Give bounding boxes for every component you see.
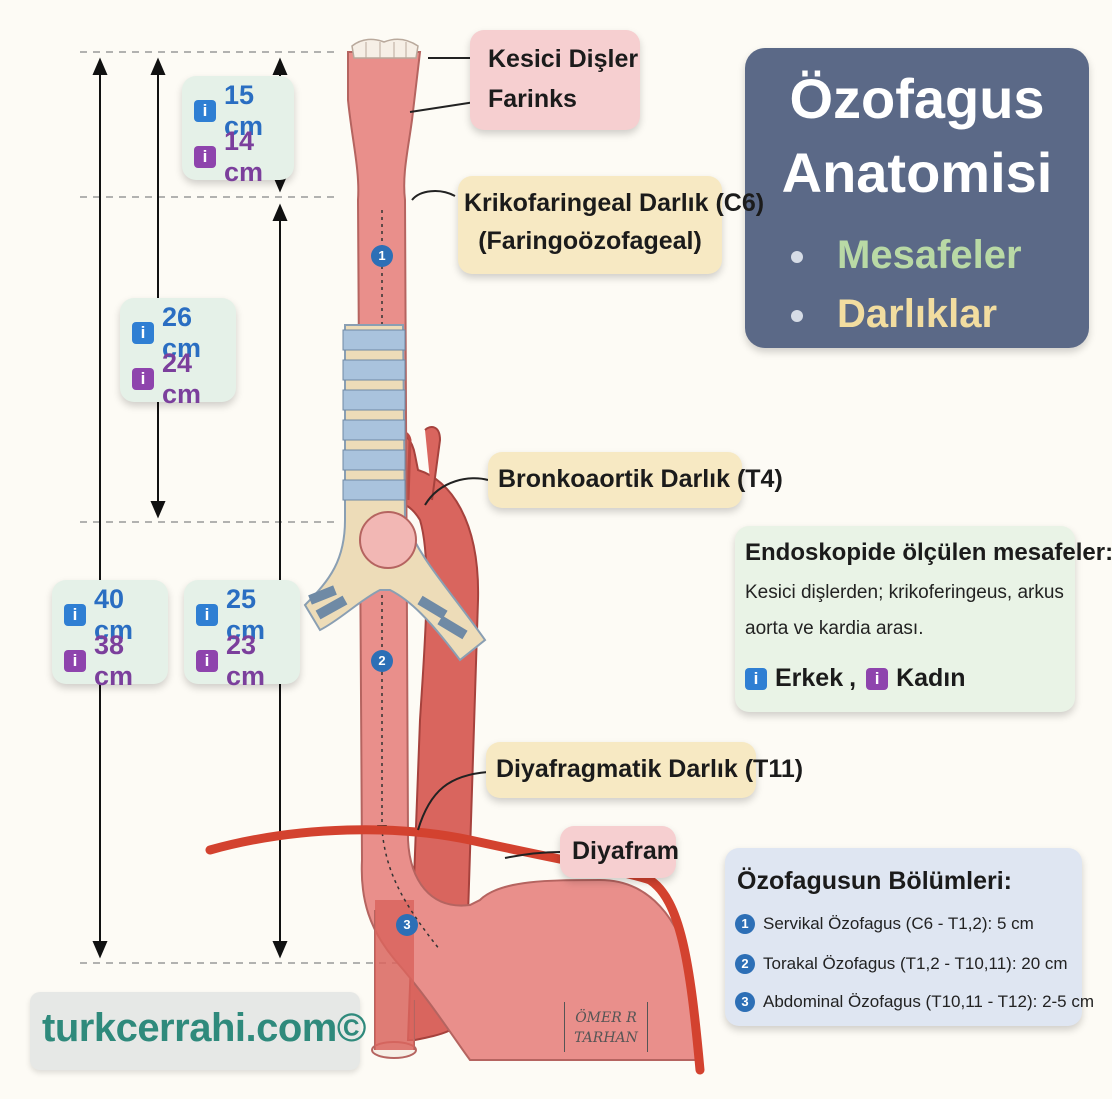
section-number-1: 1	[735, 914, 755, 934]
site-watermark: turkcerrahi.com©	[30, 992, 360, 1070]
label-box-diaphragm: Diyafram	[560, 826, 676, 878]
section-text-2: Torakal Özofagus (T1,2 - T10,11): 20 cm	[763, 954, 1068, 974]
bullet-dot-1	[791, 251, 803, 263]
label-diyafragmatik: Diyafragmatik Darlık (T11)	[496, 754, 803, 785]
label-krikofaringeal: Krikofaringeal Darlık (C6)	[464, 188, 716, 219]
title-line-2: Anatomisi	[745, 140, 1089, 205]
female-icon: i	[64, 650, 86, 672]
lower-female-value: 23 cm	[226, 630, 288, 692]
section-text-3: Abdominal Özofagus (T10,11 - T12): 2-5 c…	[763, 992, 1094, 1012]
male-icon: i	[196, 604, 218, 626]
label-box-teeth-pharynx: Kesici Dişler Farinks	[470, 30, 640, 130]
endoscopy-heading: Endoskopide ölçülen mesafeler:	[745, 538, 1112, 568]
label-box-cricopharyngeal: Krikofaringeal Darlık (C6) (Faringoözofa…	[458, 176, 722, 274]
measurement-arrows	[94, 60, 286, 956]
legend-separator: ,	[849, 664, 856, 693]
section-number-2: 2	[735, 954, 755, 974]
female-icon: i	[194, 146, 216, 168]
male-icon: i	[64, 604, 86, 626]
endoscopy-info-panel: Endoskopide ölçülen mesafeler: Kesici di…	[735, 526, 1075, 712]
legend-female-label: Kadın	[896, 664, 965, 693]
author-signature: ÖMER R TARHAN	[564, 1002, 648, 1052]
male-icon: i	[132, 322, 154, 344]
label-faringoozofageal: (Faringoözofageal)	[464, 226, 716, 257]
signature-text: ÖMER R TARHAN	[574, 1010, 638, 1046]
section-text-1: Servikal Özofagus (C6 - T1,2): 5 cm	[763, 914, 1034, 934]
section-item-2: 2 Torakal Özofagus (T1,2 - T10,11): 20 c…	[735, 954, 1068, 974]
sections-panel: Özofagusun Bölümleri: 1 Servikal Özofagu…	[725, 848, 1082, 1026]
label-box-bronchoaortic: Bronkoaortik Darlık (T4)	[488, 452, 742, 508]
female-icon: i	[866, 668, 888, 690]
sex-legend: i Erkek , i Kadın	[745, 664, 966, 693]
title-panel: Özofagus Anatomisi Mesafeler Darlıklar	[745, 48, 1089, 348]
section-item-3: 3 Abdominal Özofagus (T10,11 - T12): 2-5…	[735, 992, 1094, 1012]
middle-female-value: 24 cm	[162, 348, 224, 410]
section-item-1: 1 Servikal Özofagus (C6 - T1,2): 5 cm	[735, 914, 1034, 934]
title-line-1: Özofagus	[745, 66, 1089, 131]
female-icon: i	[132, 368, 154, 390]
section-number-3: 3	[735, 992, 755, 1012]
legend-male-label: Erkek	[775, 664, 843, 693]
total-female-value: 38 cm	[94, 630, 156, 692]
label-box-diaphragmatic: Diyafragmatik Darlık (T11)	[486, 742, 756, 798]
male-icon: i	[194, 100, 216, 122]
label-kesici-disler: Kesici Dişler	[488, 44, 638, 75]
label-bronkoaortik: Bronkoaortik Darlık (T4)	[498, 464, 783, 495]
section-marker-1: 1	[371, 245, 393, 267]
female-icon: i	[196, 650, 218, 672]
watermark-text: turkcerrahi.com©	[42, 1006, 366, 1051]
endoscopy-text-line-2: aorta ve kardia arası.	[745, 618, 923, 640]
title-bullet-mesafeler: Mesafeler	[837, 233, 1022, 278]
endoscopy-text-line-1: Kesici dişlerden; krikoferingeus, arkus	[745, 582, 1064, 604]
upper-female-value: 14 cm	[224, 126, 282, 188]
label-farinks: Farinks	[488, 84, 577, 115]
section-marker-2: 2	[371, 650, 393, 672]
section-marker-3: 3	[396, 914, 418, 936]
title-bullet-darliklar: Darlıklar	[837, 292, 997, 337]
bullet-dot-2	[791, 310, 803, 322]
label-diyafram: Diyafram	[572, 836, 679, 867]
male-icon: i	[745, 668, 767, 690]
sections-heading: Özofagusun Bölümleri:	[737, 866, 1012, 897]
